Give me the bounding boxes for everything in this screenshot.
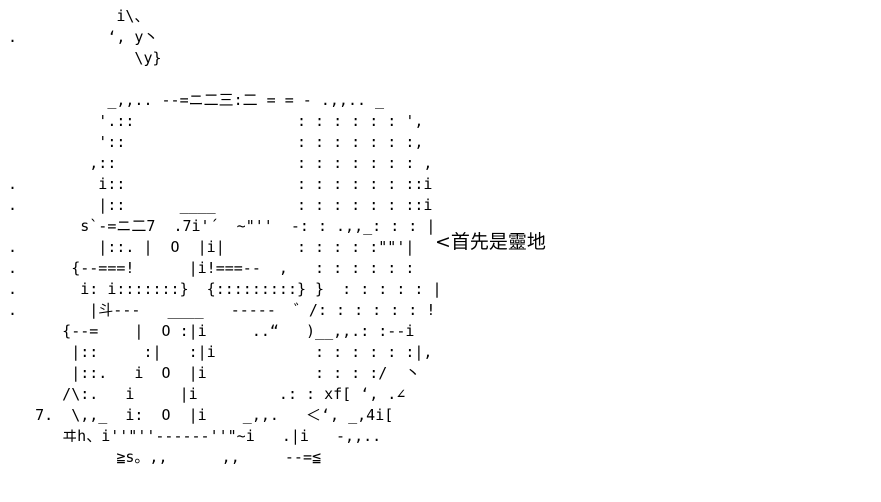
ascii-art: i\、 . ‘, y丶 \y} _,,.. --=ニ二三:二 = = - .,,…: [8, 7, 442, 466]
dialogue-text: <首先是靈地: [435, 231, 546, 253]
